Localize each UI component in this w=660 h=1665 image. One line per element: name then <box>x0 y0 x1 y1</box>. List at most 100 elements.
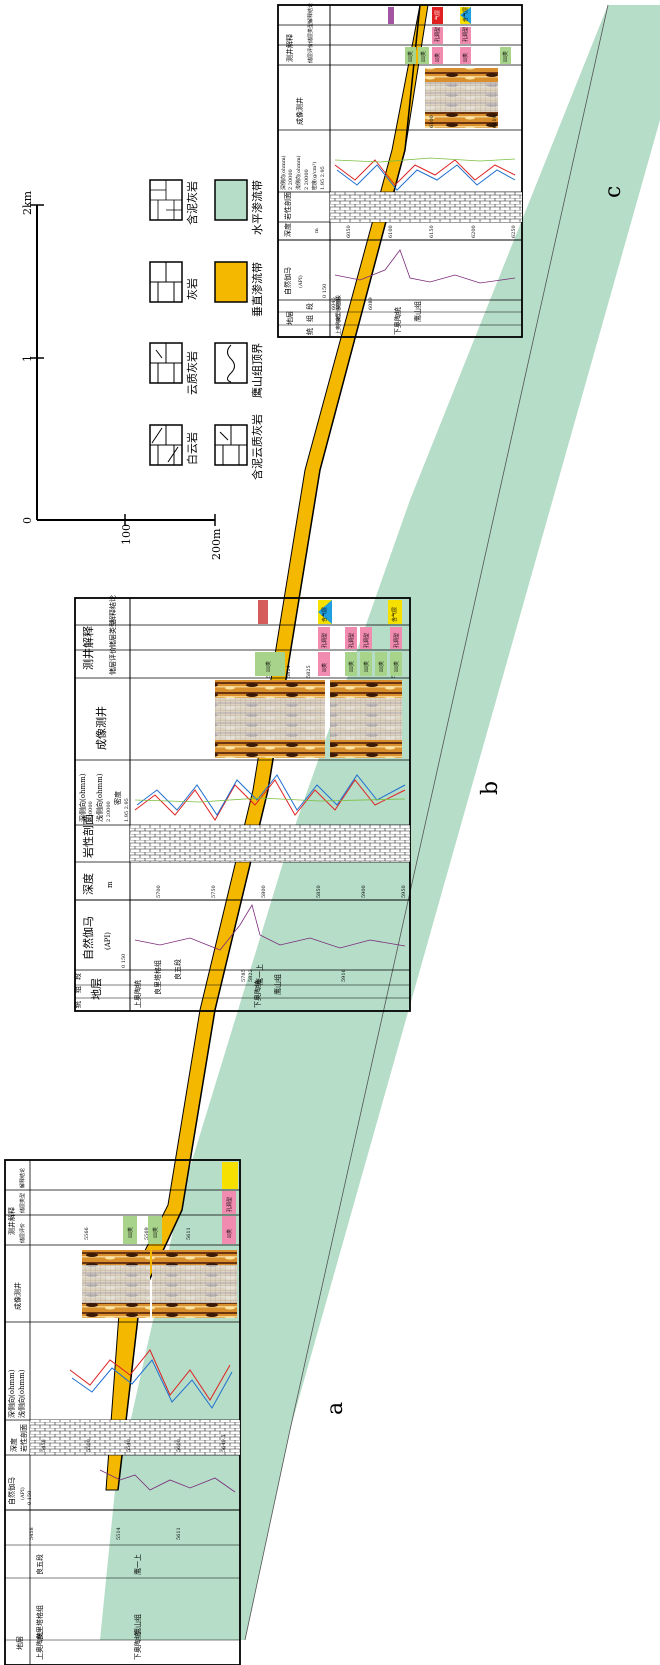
legend-dolomitic-limestone: 云质灰岩 <box>149 342 199 395</box>
panel-a-system-upper: 上奥陶统 <box>35 1632 44 1660</box>
panel-b-type-box-3 <box>360 627 372 649</box>
panel-b-eval-2: II类 <box>321 663 328 672</box>
legend-limestone: 灰岩 <box>149 261 199 303</box>
panel-c-strat-depth-1: 6046 <box>331 297 337 310</box>
panel-b-header-density: 密度 <box>113 791 122 805</box>
panel-a-header-gr-scale: 0 150 <box>27 1491 33 1505</box>
panel-a-conclusion-box <box>222 1162 238 1189</box>
panel-a-header-type: 储层类型 <box>19 1193 26 1213</box>
panel-c-depth-4: 6200 <box>471 225 477 238</box>
panel-c-header-reservoir: 储层评价 <box>307 43 314 63</box>
panel-c-eval-box-3 <box>432 47 443 64</box>
panel-b-depth-3: 5800 <box>261 885 267 898</box>
panel-b-letter: b <box>478 781 503 795</box>
panel-a-header-strata: 地层 <box>15 1636 24 1650</box>
panel-a-header-gr: 自然伽马 <box>7 1477 16 1505</box>
panel-c-conclusion-box-1 <box>432 7 443 24</box>
panel-b-header-deep-res-scale: 2 20000 <box>88 801 94 822</box>
panel-b-type-box-1 <box>318 627 330 649</box>
panel-b-header-conclusion: 解释结论 <box>108 595 117 623</box>
legend-argillaceous-dolomitic-limestone: 含泥云质灰岩 <box>214 414 264 480</box>
panel-b-eval-box-1 <box>255 652 285 676</box>
panel-b-eval-box-6 <box>390 652 402 676</box>
panel-b-header-deep-res: 深侧向(ohmm) <box>78 773 87 822</box>
panel-b-eval-5: III类 <box>378 661 385 672</box>
panel-c-depth-2: 6100 <box>388 225 394 238</box>
panel-b-depth-5: 5900 <box>361 885 367 898</box>
legend-label-vertical-seepage-zone: 垂直渗流带 <box>250 262 264 317</box>
panel-a-strat-depth-3: 5611 <box>176 1527 182 1540</box>
panel-a-type-1: 孔洞型 <box>226 1197 233 1212</box>
panel-a-image-depth-1: 5566 <box>84 1227 90 1240</box>
panel-b-eval-6: III类 <box>393 661 400 672</box>
panel-a-strat-depth-2: 5514 <box>116 1527 122 1540</box>
panel-a-depth-5: 5649.5 <box>221 1435 227 1453</box>
panel-b-system-upper: 上奥陶统 <box>133 980 142 1008</box>
panel-b-eval-box-4 <box>360 652 372 676</box>
panel-a-depth-4: 5600 <box>176 1439 182 1452</box>
panel-c-strat-depth-2: 6089 <box>368 297 374 310</box>
panel-a-image-depth-2: 5569 <box>144 1227 150 1240</box>
panel-b-member-upper: 良五段 <box>173 959 182 980</box>
panel-a-lithology-track <box>30 1420 240 1455</box>
panel-c-header-depth-unit: m <box>314 228 320 233</box>
panel-a-group-upper: 良里塔格组 <box>35 1605 44 1640</box>
panel-a-header-depth: 深度 <box>9 1438 18 1452</box>
legend-label-argillaceous-dolomitic-limestone: 含泥云质灰岩 <box>250 414 264 480</box>
panel-c-eval-box-1 <box>405 47 416 64</box>
panel-b-eval-4: III类 <box>363 661 370 672</box>
scale-vtick-200m: 200m <box>210 528 223 560</box>
panel-c-header-lithology: 岩性剖面 <box>283 192 292 220</box>
legend-horizontal-seepage-zone: 水平渗流带 <box>214 179 264 235</box>
scale-tick-0: 0 <box>21 517 34 524</box>
panel-b-conclusion-box-2 <box>388 600 402 624</box>
panel-c-eval-4: II类 <box>462 53 469 62</box>
legend-label-argillaceous-limestone: 含泥灰岩 <box>185 181 199 225</box>
panel-b-type-box-4 <box>390 627 402 649</box>
scale-tick-2km: 2km <box>21 190 34 215</box>
panel-b-header-image: 成像测井 <box>94 706 108 750</box>
panel-b-header-type: 储层类型 <box>108 620 117 648</box>
panel-b-eval-3: III类 <box>348 661 355 672</box>
panel-a-header-gr-unit: (API) <box>19 1487 26 1500</box>
panel-b-deep-resistivity-curve <box>134 779 406 821</box>
panel-b-strat-depth-3: 5916 <box>341 969 347 982</box>
panel-b-strat-depth-1: 5785 <box>241 969 247 982</box>
legend-argillaceous-limestone: 含泥灰岩 <box>149 179 199 225</box>
scale-vtick-100: 100 <box>120 524 133 545</box>
panel-a-member-lower: 鹰一上 <box>133 1554 142 1575</box>
panel-b-group-upper: 良里塔格组 <box>153 960 162 995</box>
panel-b-strat-depth-2: 5822 <box>248 969 254 982</box>
legend-label-horizontal-seepage-zone: 水平渗流带 <box>250 180 264 235</box>
panel-c-header-gr: 自然伽马 <box>283 267 292 295</box>
panel-c-eval-1: III类 <box>407 51 414 62</box>
panel-a-strat-depth-1: 5458 <box>29 1527 35 1540</box>
panel-c-header-shallow-res-scale: 2 20000 <box>304 169 310 190</box>
scale-bar: 0 1 2km 100 200m <box>21 190 223 560</box>
panel-b-header-group: 组 <box>73 986 82 993</box>
panel-c-eval-box-4 <box>460 47 471 64</box>
panel-c-header-deep-res-scale: 2 20000 <box>288 169 294 190</box>
panel-c-density-curve <box>334 157 516 163</box>
panel-b-type-3: 孔洞型 <box>363 633 370 648</box>
panel-a-eval-box-3 <box>222 1216 236 1244</box>
panel-b-member-lower: 鹰一上 <box>255 964 264 985</box>
panel-b-header-lithology: 岩性剖面 <box>81 814 95 858</box>
panel-c-member-upper: 良五段 <box>335 295 342 310</box>
horizontal-seepage-zone-area <box>100 5 660 1640</box>
panel-c-header-type: 储层类型 <box>307 23 314 43</box>
panel-c-eval-box-5 <box>500 47 511 64</box>
panel-b-header-gr: 自然伽马 <box>81 916 95 960</box>
panel-b-image-depth-3: 5825 <box>306 665 312 678</box>
well-log-panel-c: 地层 统 组 段 自然伽马 (API) 0 150 深度 m 岩性剖面 深侧向(… <box>277 3 626 338</box>
panel-b-shallow-resistivity-curve <box>136 774 406 816</box>
legend-dolomite: 白云岩 <box>149 424 199 466</box>
panel-a-depth-2: 5500 <box>86 1439 92 1452</box>
panel-b-conclusion-1: 含气层 <box>321 607 328 622</box>
scale-tick-1: 1 <box>21 355 34 362</box>
panel-c-eval-2: III类 <box>420 51 427 62</box>
panel-c-image-depth-1: 6100 <box>429 115 435 128</box>
panel-a-depth-1: 5458 <box>41 1439 47 1452</box>
section-outline <box>244 4 609 1641</box>
panel-c-shallow-resistivity-curve <box>336 164 516 191</box>
